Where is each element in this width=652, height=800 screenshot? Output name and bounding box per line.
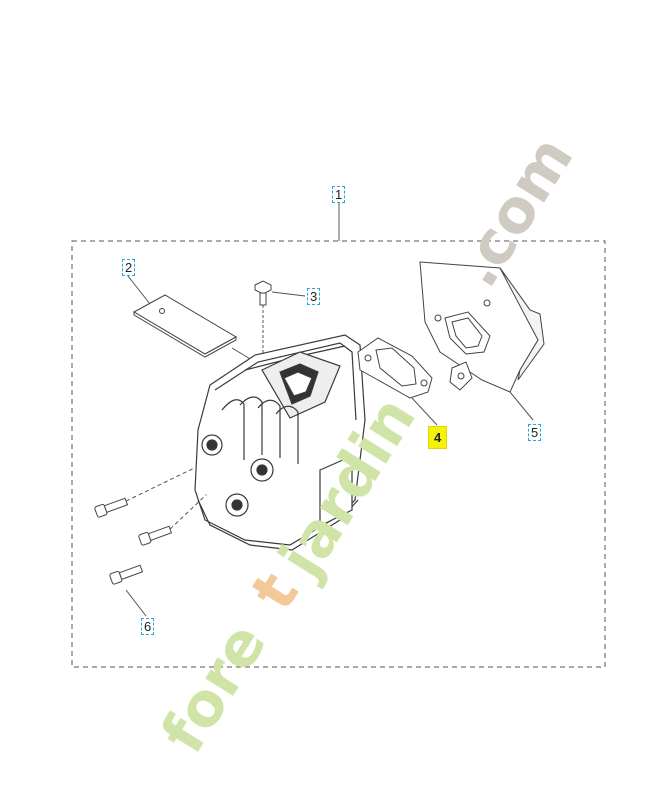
callout-5: 5 (528, 424, 542, 441)
part-2-plate (127, 275, 263, 367)
part-6-bolts (94, 466, 207, 617)
callout-4: 4 (428, 426, 448, 449)
callout-6: 6 (141, 618, 155, 635)
callout-1: 1 (332, 186, 346, 203)
part-muffler-body (194, 334, 366, 551)
callout-3: 3 (307, 288, 321, 305)
part-5-shield (419, 261, 545, 421)
callout-2: 2 (122, 259, 136, 276)
assembly-frame (71, 240, 606, 668)
part-4-gasket (357, 337, 438, 426)
